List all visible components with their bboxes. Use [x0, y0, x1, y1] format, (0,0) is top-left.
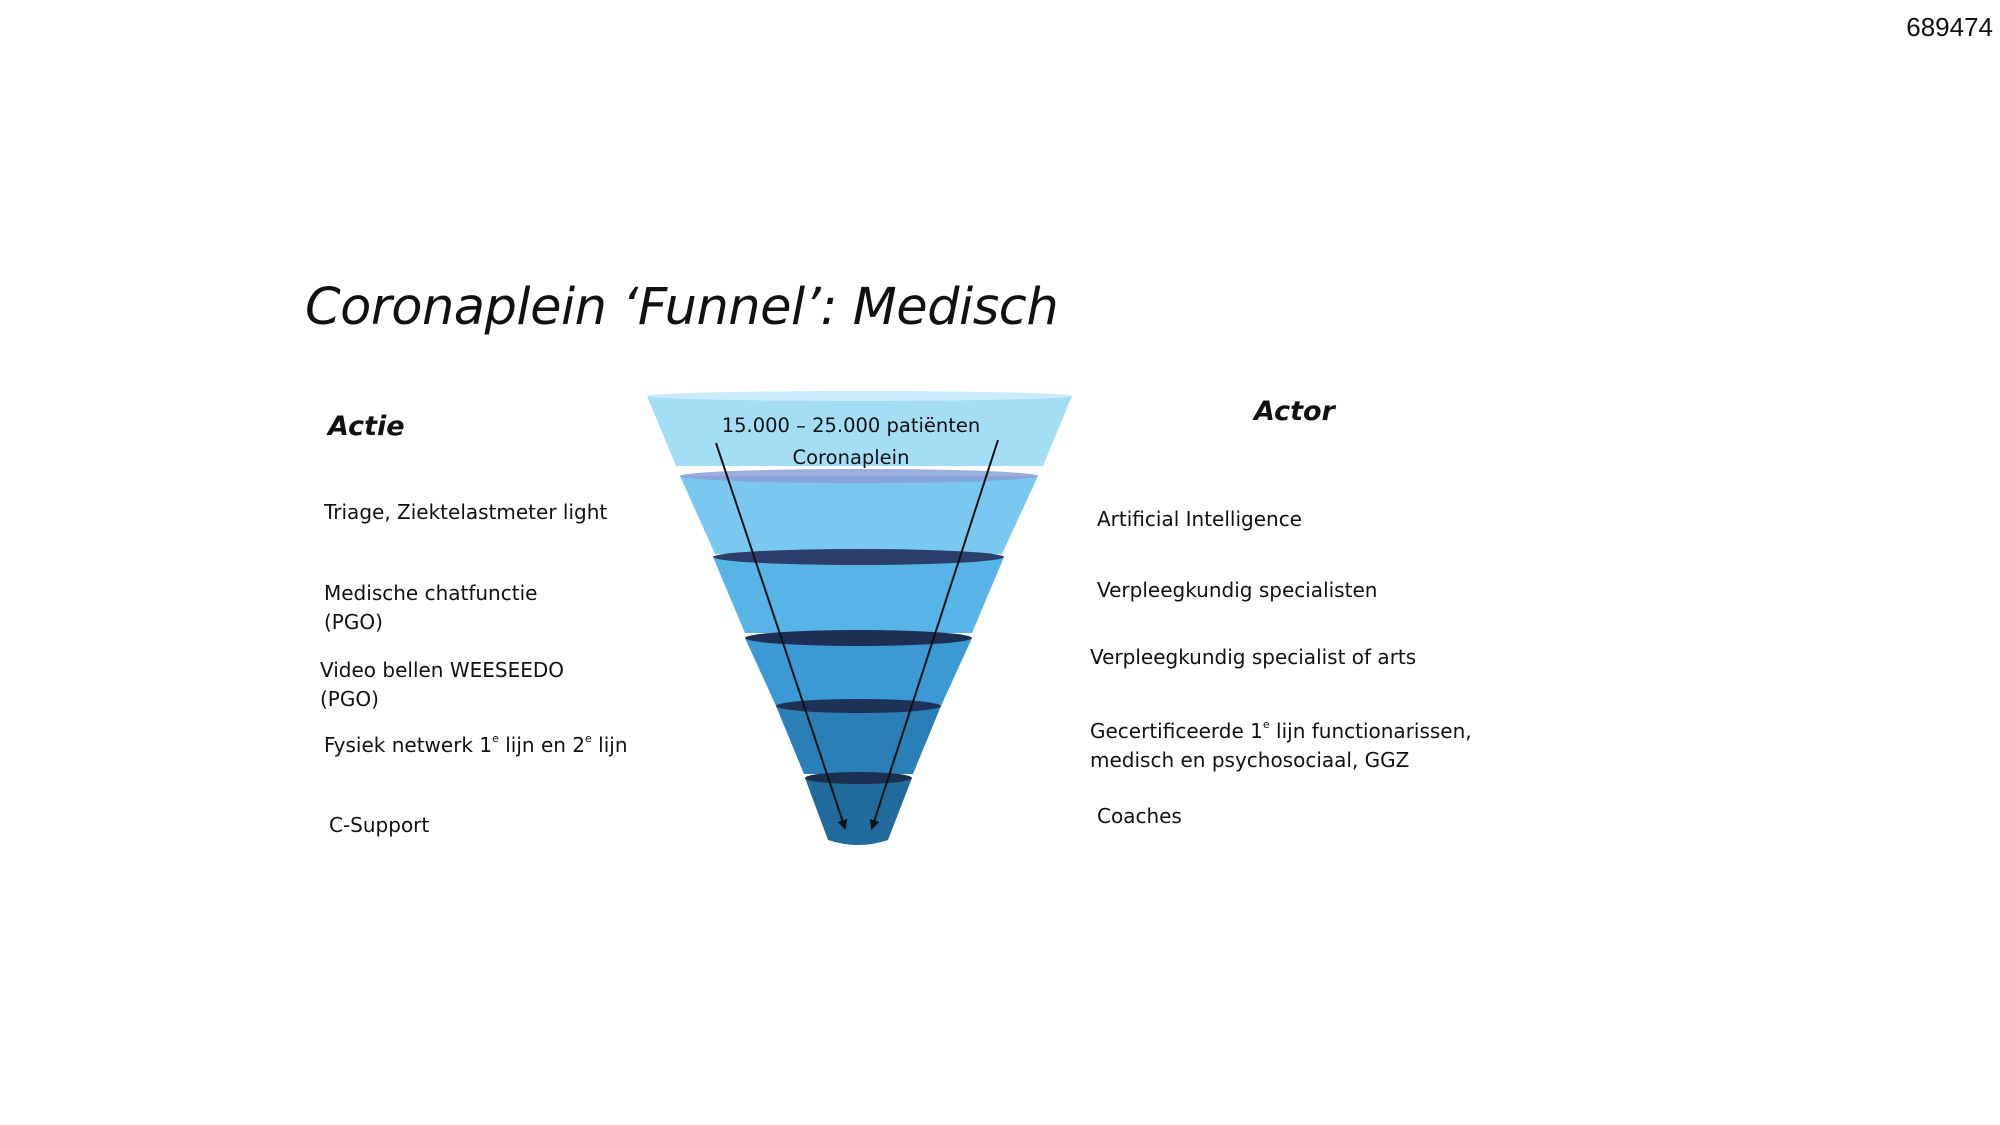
actor-item-line: Coaches [1097, 804, 1182, 828]
funnel-tier-rim [647, 391, 1072, 401]
actor-item-coaches: Coaches [1097, 802, 1182, 831]
funnel-tier-body [805, 778, 912, 845]
ordinal-superscript: e [492, 732, 499, 745]
actie-item-chat: Medische chatfunctie (PGO) [324, 579, 537, 637]
funnel-tier-body [713, 557, 1004, 633]
actor-item-text: Gecertificeerde 1 [1090, 719, 1263, 743]
arrow-right [869, 439, 999, 830]
actie-item-triage: Triage, Ziektelastmeter light [324, 498, 607, 527]
funnel-tier-2 [680, 469, 1038, 554]
actor-heading: Actor [1254, 396, 1335, 427]
slide-title: Coronaplein ‘Funnel’: Medisch [305, 278, 1059, 337]
actie-item-line: Video bellen WEESEEDO [320, 658, 565, 682]
funnel-tier-3 [713, 549, 1004, 633]
actor-item-line: Artificial Intelligence [1097, 507, 1302, 531]
funnel-tier-body [680, 476, 1038, 554]
funnel-tier-5 [776, 699, 941, 774]
actor-item-text: lijn functionarissen, [1269, 719, 1472, 743]
document-id: 689474 [1906, 12, 1993, 42]
funnel-top-sublabel: Coronaplein [793, 446, 910, 469]
actor-item-line: Verpleegkundig specialisten [1097, 578, 1378, 602]
actie-item-line: (PGO) [324, 610, 383, 634]
funnel-tier-rim [776, 699, 941, 713]
funnel-tier-rim [680, 469, 1038, 483]
funnel-tier-1 [647, 391, 1072, 466]
actie-item-line: C-Support [329, 813, 430, 837]
funnel-tier-body [776, 706, 941, 774]
ordinal-superscript: e [1262, 718, 1270, 731]
arrow-left [715, 442, 848, 830]
ordinal-superscript: e [585, 732, 592, 745]
funnel-top-label: 15.000 – 25.000 patiënten [722, 414, 981, 437]
funnel-tier-rim [805, 772, 912, 784]
actie-item-line: (PGO) [320, 687, 379, 711]
actie-item-line: Triage, Ziektelastmeter light [324, 500, 608, 524]
actie-item-csupport: C-Support [329, 811, 429, 840]
funnel-tier-4 [745, 630, 972, 706]
actor-item-vs-arts: Verpleegkundig specialist of arts [1090, 643, 1416, 672]
actie-item-line: Medische chatfunctie [324, 581, 538, 605]
funnel-tier-body [647, 396, 1072, 466]
funnel-tier-rim [713, 549, 1004, 565]
actor-item-line: medisch en psychosociaal, GGZ [1090, 748, 1410, 772]
actie-item-text: lijn [591, 733, 628, 757]
actie-item-text: Fysiek netwerk 1 [324, 733, 493, 757]
actor-item-ai: Artificial Intelligence [1097, 505, 1302, 534]
actor-item-gecertificeerde: Gecertificeerde 1e lijn functionarissen,… [1090, 717, 1472, 775]
actie-heading: Actie [328, 411, 405, 442]
actie-item-video: Video bellen WEESEEDO (PGO) [320, 656, 564, 714]
actor-item-line: Gecertificeerde 1e lijn functionarissen, [1090, 717, 1472, 746]
actor-item-line: Verpleegkundig specialist of arts [1090, 645, 1417, 669]
funnel-tier-rim [745, 630, 972, 646]
funnel-tier-body [745, 638, 972, 706]
actor-item-vs: Verpleegkundig specialisten [1097, 576, 1377, 605]
funnel-tier-6 [805, 772, 912, 845]
actie-item-text: lijn en 2 [498, 733, 586, 757]
actie-item-fysiek: Fysiek netwerk 1e lijn en 2e lijn [324, 731, 628, 760]
